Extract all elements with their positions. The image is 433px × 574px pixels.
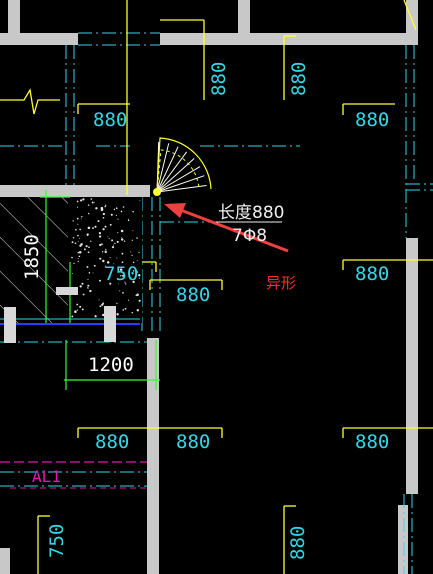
column-blocks (4, 287, 116, 343)
dim-span-1200: 1200 (88, 354, 134, 376)
dim-top-left-vertical: 880 (208, 62, 230, 96)
callout-arrow (164, 203, 289, 253)
rebar-length-note: 长度880 (218, 203, 284, 223)
dim-upper-left: 880 (93, 109, 127, 131)
wall-center-vertical (147, 338, 159, 574)
wall-top-stub-right (238, 0, 250, 40)
wall-top-middle (160, 33, 418, 45)
wall-mid-horizontal (0, 185, 150, 197)
dim-bottom-880-vertical: 880 (287, 526, 309, 560)
dim-bottom-right: 880 (355, 431, 389, 453)
wall-right-vertical (406, 238, 418, 494)
dim-top-right-vertical: 880 (288, 62, 310, 96)
rebar-fan (153, 137, 212, 196)
dim-upper-right: 880 (355, 109, 389, 131)
dim-750-mid: 750 (104, 263, 138, 285)
wall-bottom-left-stub (0, 548, 10, 574)
walls (0, 0, 418, 574)
wall-top-stub-left (8, 0, 20, 40)
dim-bottom-left-b: 880 (176, 431, 210, 453)
dim-bottom-left-a: 880 (95, 431, 129, 453)
dim-bottom-750: 750 (46, 524, 68, 558)
callout-label: 异形 (266, 274, 296, 292)
rebar-spec-note: 7Φ8 (232, 226, 267, 246)
dim-mid-880: 880 (176, 284, 210, 306)
dim-left-1850: 1850 (21, 234, 43, 280)
hatched-wall-section (0, 197, 68, 323)
concrete-fill-section (70, 197, 142, 323)
layer-label-al1: AL1 (32, 467, 61, 486)
wall-bottom-right-stub (398, 505, 408, 574)
dim-mid-right: 880 (355, 263, 389, 285)
